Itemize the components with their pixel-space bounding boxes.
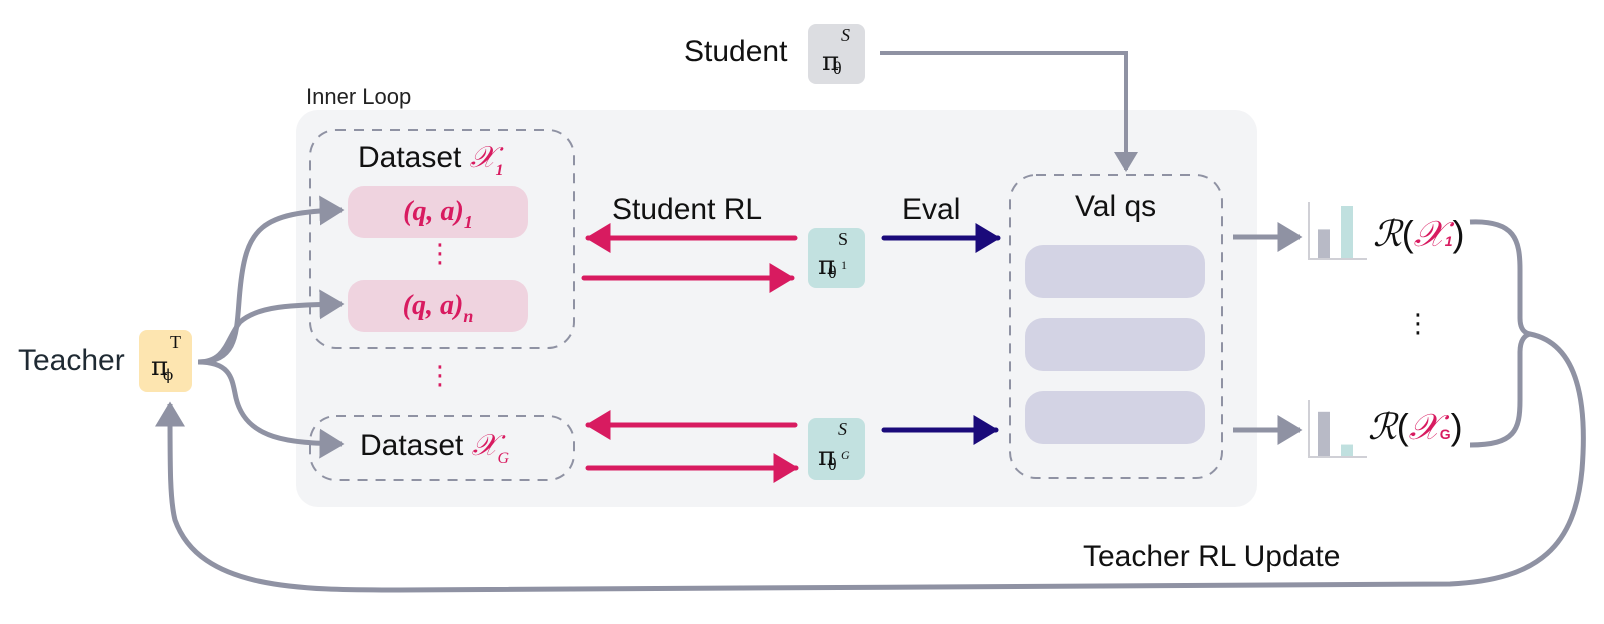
student-iterate-g-index: G: [841, 448, 850, 462]
student-iterate-1-box[interactable]: π S θ 1: [808, 228, 865, 288]
eval-label: Eval: [902, 193, 961, 226]
pair-item-n[interactable]: (q, a)n: [348, 280, 528, 332]
pair-n-subscript: n: [463, 306, 474, 326]
pair-item-1-text: (q, a)1: [403, 196, 473, 232]
student-iterate-1-symbol: π: [817, 251, 836, 281]
reward-1-label: ℛ(𝒳1): [1373, 213, 1465, 256]
val-question-item[interactable]: [1025, 391, 1205, 444]
dataset-1-box: [309, 129, 575, 349]
reward-1-symbol: ℛ: [1373, 214, 1402, 255]
student-policy-superscript: S: [841, 25, 850, 45]
dataset-g-box: [309, 415, 575, 481]
reward-g-open-paren: (: [1396, 406, 1409, 447]
pair-item-n-text: (q, a)n: [402, 290, 474, 326]
student-rl-label: Student RL: [612, 193, 763, 226]
student-policy-box[interactable]: π S θ: [808, 24, 865, 84]
reward-1-set-symbol: 𝒳: [1413, 214, 1445, 255]
teacher-to-dataset-g-arrow: [197, 359, 345, 459]
datasets-ellipsis: ⋮: [427, 360, 453, 390]
dataset-1-label: Dataset 𝒳1: [358, 140, 504, 179]
teacher-to-pair-1-arrow: [197, 195, 345, 365]
val-qs-box: [1009, 174, 1223, 479]
rewards-ellipsis: ⋮: [1405, 308, 1431, 338]
val-question-item[interactable]: [1025, 245, 1205, 298]
reward-aggregate-bracket: [1469, 219, 1531, 448]
student-iterate-g-superscript: S: [838, 419, 847, 439]
reward-1-subscript: 1: [1444, 233, 1453, 249]
teacher-rl-update-arrow: [155, 331, 1586, 593]
reward-chart-icon-g: [1308, 400, 1367, 458]
student-iterate-1-subscript: θ: [828, 262, 837, 282]
student-to-val-arrow: [880, 51, 1138, 172]
inner-loop-label: Inner Loop: [306, 84, 412, 109]
dataset-1-text: Dataset: [358, 141, 462, 174]
reward-1-close-paren: ): [1452, 213, 1465, 254]
reward-g-bar-gray: [1318, 411, 1330, 456]
reward-chart-icon-1: [1308, 202, 1367, 260]
student-iterate-g-subscript: θ: [828, 454, 837, 474]
teacher-label: Teacher: [18, 344, 125, 377]
reward-1-bar-gray: [1318, 229, 1330, 258]
reward-g-subscript: G: [1439, 426, 1451, 442]
dataset-g-text: Dataset: [360, 429, 464, 462]
student-policy-symbol: π: [821, 47, 840, 77]
student-iterate-1-superscript: S: [838, 229, 849, 249]
dataset-g-label: Dataset 𝒳G: [360, 428, 509, 467]
pair-n-label: (q, a): [402, 290, 464, 321]
dataset-g-symbol: 𝒳: [471, 428, 498, 463]
student-iterate-g-symbol: π: [817, 442, 836, 472]
reward-g-close-paren: ): [1450, 406, 1463, 447]
teacher-policy-superscript: T: [170, 332, 181, 352]
dataset-1-subscript: 1: [495, 162, 504, 179]
pair-1-label: (q, a): [403, 196, 464, 227]
dataset-1-symbol: 𝒳: [469, 140, 496, 175]
student-policy-subscript: θ: [833, 58, 842, 78]
student-label: Student: [684, 35, 788, 68]
pair-item-1[interactable]: (q, a)1: [348, 186, 528, 238]
teacher-policy-symbol: π: [150, 352, 169, 382]
reward-1-bar-teal: [1341, 206, 1353, 258]
teacher-rl-update-label: Teacher RL Update: [1083, 540, 1341, 573]
teacher-to-pair-n-arrow: [197, 289, 345, 365]
reward-g-label: ℛ(𝒳G): [1368, 406, 1463, 449]
reward-1-open-paren: (: [1401, 213, 1414, 254]
student-iterate-g-box[interactable]: π S θ G: [808, 418, 865, 480]
teacher-policy-box[interactable]: π T ϕ: [139, 330, 192, 392]
teacher-policy-subscript: ϕ: [163, 366, 174, 384]
val-qs-label: Val qs: [1075, 190, 1157, 223]
dataset-g-subscript: G: [497, 450, 510, 467]
pairs-ellipsis: ⋮: [427, 238, 453, 268]
student-iterate-1-index: 1: [841, 258, 847, 272]
reward-g-set-symbol: 𝒳: [1408, 407, 1440, 448]
reward-g-bar-teal: [1341, 444, 1353, 456]
reward-g-symbol: ℛ: [1368, 407, 1397, 448]
val-question-item[interactable]: [1025, 318, 1205, 371]
pair-1-subscript: 1: [463, 212, 473, 232]
